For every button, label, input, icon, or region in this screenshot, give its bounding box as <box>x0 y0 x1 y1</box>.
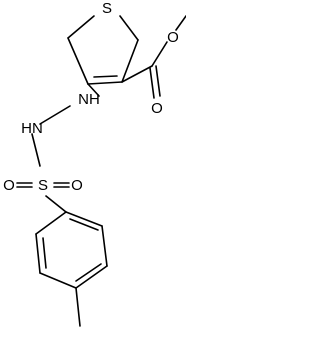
atom-label-sulfonyl-sulfur: S <box>38 177 48 194</box>
bond-hn-sulfonyl-s <box>31 133 41 167</box>
aryl-bond-3 <box>75 265 108 289</box>
bond-aryl-methyl <box>75 287 81 327</box>
bond-c3-c4-double-inner <box>93 75 118 78</box>
bond-c3-c4-double-outer <box>87 81 123 85</box>
bond-ch2-c4-left <box>67 37 89 85</box>
aryl-bond-5 <box>35 233 41 274</box>
atom-label-hydrazine-hn: HN <box>21 120 43 137</box>
chemical-structure-diagram: S O O NH HN S O O <box>3 0 186 327</box>
dihydrothiophene-ring <box>67 15 139 85</box>
methyl-ester-group <box>121 15 186 99</box>
bond-ch2-c3-right <box>121 39 139 83</box>
atom-label-ester-carbonyl-oxygen: O <box>151 100 163 117</box>
bond-ether-o-methyl <box>175 15 186 31</box>
atom-labels: S O O NH HN S O O <box>3 0 179 194</box>
hydrazine-linkage <box>31 83 100 167</box>
bond-c3-carbonyl-carbon <box>121 65 153 83</box>
bond-s-ch2-right <box>119 15 139 41</box>
structure-canvas: S O O NH HN S O O <box>3 0 186 327</box>
bond-c4-nh <box>87 83 100 97</box>
aryl-bond-3-inner <box>75 263 102 282</box>
atom-label-ring-sulfur: S <box>102 0 112 17</box>
aryl-bond-6 <box>35 211 67 235</box>
aryl-bond-4 <box>39 272 77 289</box>
atom-label-ester-ether-oxygen: O <box>167 29 179 46</box>
toluene-ring <box>35 211 108 327</box>
atom-label-sulfonyl-oxygen-right: O <box>71 177 83 194</box>
bond-carbonyl-c-ether-o <box>151 41 168 67</box>
atom-label-amine-nh: NH <box>78 91 100 108</box>
aryl-bond-5-inner <box>42 237 47 269</box>
bond-carbonyl-double-1 <box>149 67 155 99</box>
bond-s-ch2-left <box>67 15 95 39</box>
atom-label-sulfonyl-oxygen-left: O <box>3 177 15 194</box>
sulfonyl-group <box>16 182 70 213</box>
aryl-bond-2 <box>101 225 108 267</box>
bond-nh-hn <box>39 105 71 125</box>
bond-s-aryl <box>45 195 67 213</box>
aryl-bond-1-inner <box>69 218 99 231</box>
bond-carbonyl-double-2 <box>155 65 161 97</box>
aryl-bond-1 <box>65 211 103 227</box>
